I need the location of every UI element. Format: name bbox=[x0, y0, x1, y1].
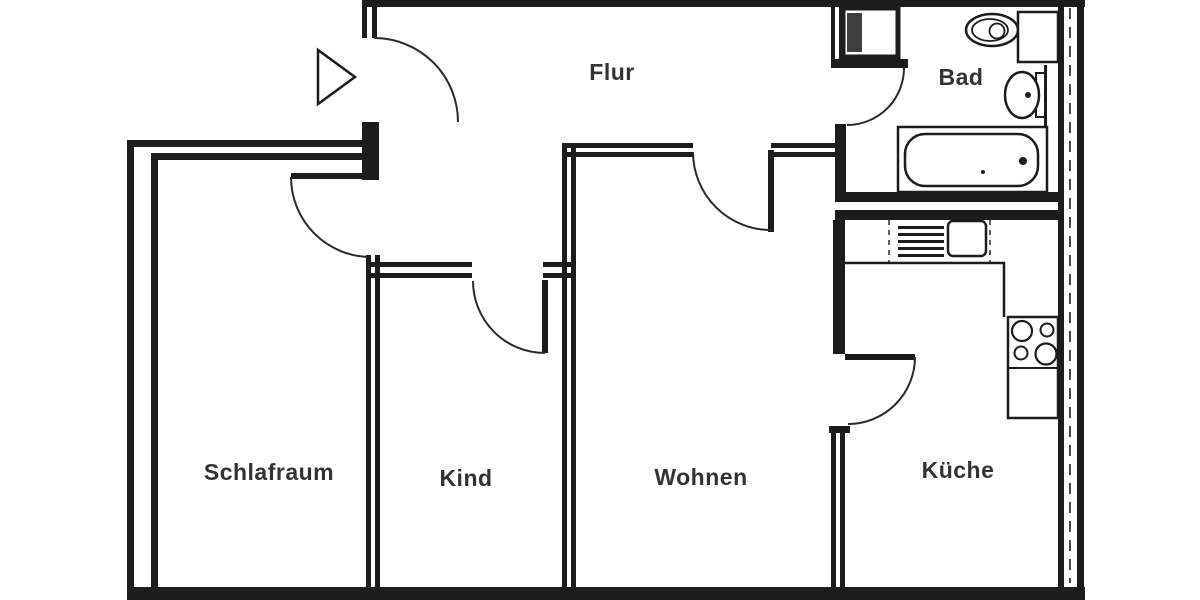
burner bbox=[1010, 319, 1034, 343]
wall-line bbox=[771, 152, 837, 157]
room-labels: Flur Bad Schlafraum Kind Wohnen Küche bbox=[204, 59, 995, 491]
burner bbox=[1039, 322, 1055, 338]
room-label-kind: Kind bbox=[439, 465, 492, 491]
room-label-kueche: Küche bbox=[922, 457, 995, 483]
divider-line bbox=[562, 143, 567, 587]
wall-line bbox=[831, 0, 835, 66]
entrance bbox=[316, 0, 459, 180]
wall-right-outer bbox=[1077, 0, 1084, 600]
flur-bottom-wall bbox=[562, 143, 837, 232]
wall-line bbox=[840, 426, 845, 587]
wall-line bbox=[543, 262, 574, 267]
kueche-door-stub bbox=[829, 426, 850, 433]
burner bbox=[1013, 345, 1029, 361]
schlafraum-door-leaf bbox=[291, 173, 372, 179]
stove-hob-icon bbox=[1010, 319, 1058, 366]
wall-line bbox=[831, 426, 836, 587]
kitchen-sink-icon bbox=[946, 219, 988, 258]
divider-line bbox=[571, 143, 576, 587]
bad-left-wall bbox=[835, 124, 846, 192]
wall-left-outer bbox=[127, 140, 134, 600]
burner bbox=[1034, 342, 1058, 366]
washbasin-icon bbox=[1003, 70, 1041, 120]
entrance-arrow-icon bbox=[316, 47, 358, 107]
dish-drainer-icon bbox=[898, 226, 944, 257]
wall-under-shaft bbox=[831, 59, 908, 68]
divider-line bbox=[375, 255, 380, 587]
kind-top-wall bbox=[368, 262, 574, 354]
kitchen-fixtures bbox=[842, 219, 1060, 420]
door-swing-bad bbox=[846, 67, 905, 126]
wall-line bbox=[562, 152, 693, 157]
bathroom-fixtures bbox=[840, 5, 1060, 194]
wall-topleft-inner bbox=[151, 153, 372, 160]
wall-line bbox=[771, 143, 837, 148]
door-swing-kueche bbox=[847, 356, 916, 425]
kind-door-leaf bbox=[542, 280, 548, 353]
drainer-bar bbox=[898, 247, 944, 250]
divider-line bbox=[366, 255, 371, 587]
wall-line bbox=[543, 273, 574, 278]
schlafraum-door bbox=[290, 173, 372, 258]
wall-bottom bbox=[127, 587, 1085, 600]
outer-walls bbox=[127, 0, 1085, 600]
drainer-bar bbox=[898, 254, 944, 257]
door-swing-kind bbox=[472, 280, 546, 354]
drainer-bar bbox=[898, 233, 944, 236]
bathtub-dot bbox=[981, 170, 985, 174]
entrance-door-swing bbox=[373, 37, 459, 123]
wall-left-inner bbox=[151, 153, 158, 588]
drainer-bar bbox=[898, 240, 944, 243]
wall-schlafraum-kind bbox=[366, 255, 380, 587]
bathtub-icon bbox=[903, 132, 1040, 188]
wohnen-door-leaf bbox=[768, 150, 774, 232]
room-label-bad: Bad bbox=[939, 64, 984, 90]
kueche-door-leaf bbox=[845, 354, 915, 360]
wall-line bbox=[562, 143, 693, 148]
drainer-bar bbox=[898, 226, 944, 229]
wall-line bbox=[368, 273, 472, 278]
toilet-flush bbox=[988, 22, 1006, 40]
kitchen-counter-edge bbox=[842, 261, 1006, 317]
bathtub-drain bbox=[1019, 157, 1027, 165]
wall-kind-wohnen bbox=[562, 143, 576, 587]
cistern-icon bbox=[1016, 10, 1060, 64]
room-label-schlafraum: Schlafraum bbox=[204, 459, 334, 485]
entrance-wall-below bbox=[362, 122, 379, 180]
door-swing-wohnen bbox=[692, 151, 772, 231]
washbasin-drain bbox=[1025, 92, 1031, 98]
wall-topleft-outer bbox=[127, 140, 379, 147]
kueche-top-wall bbox=[835, 210, 1062, 220]
door-swing-schlafraum bbox=[290, 176, 372, 258]
shaft-fill bbox=[847, 13, 862, 52]
entrance-wall-right bbox=[372, 0, 377, 38]
bad-bottom-wall bbox=[835, 192, 1062, 202]
room-label-flur: Flur bbox=[589, 59, 634, 85]
wall-top bbox=[362, 0, 1085, 7]
core-wall bbox=[829, 0, 1062, 587]
wall-right-inner bbox=[1058, 0, 1064, 587]
kueche-left-wall bbox=[833, 220, 845, 354]
wall-line bbox=[368, 262, 472, 267]
room-label-wohnen: Wohnen bbox=[654, 464, 747, 490]
entrance-wall-left bbox=[362, 0, 367, 38]
